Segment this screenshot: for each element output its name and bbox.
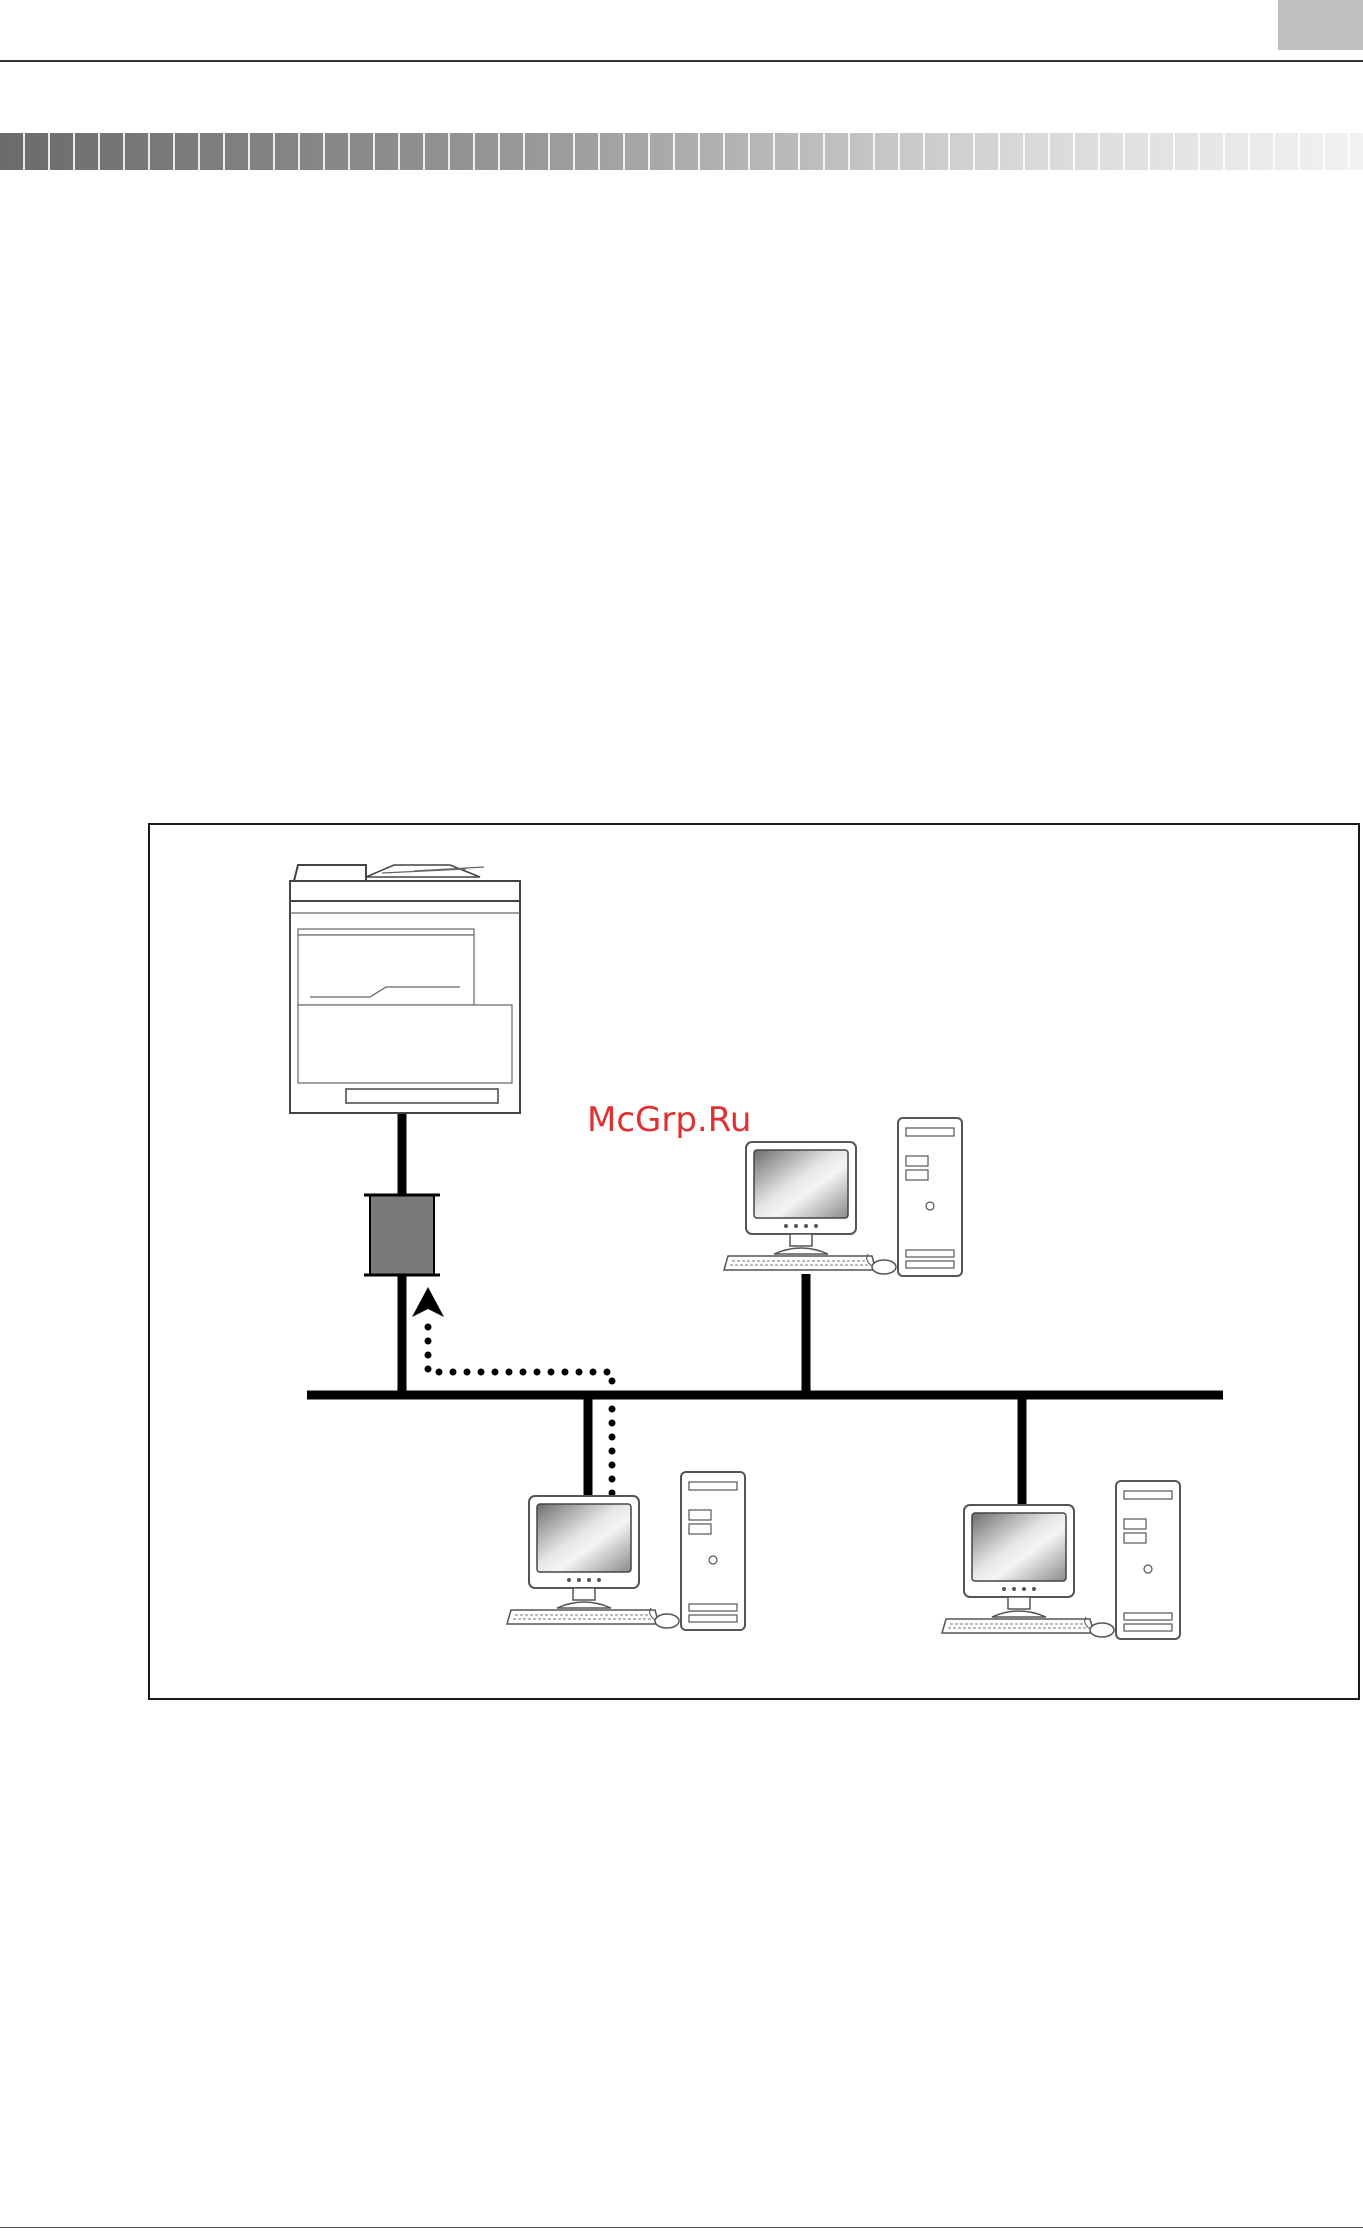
watermark-text: McGrp.Ru <box>587 1100 751 1140</box>
pc-1-desktop-computer-icon <box>724 1118 962 1276</box>
network-diagram: McGrp.Ru <box>148 823 1360 1700</box>
header-rule <box>0 60 1363 62</box>
arrow-head-icon <box>412 1287 444 1317</box>
page-number-box <box>1278 0 1363 50</box>
section-header-band <box>0 133 1363 170</box>
network-interface-box <box>364 1195 440 1275</box>
pc-3-desktop-computer-icon <box>942 1481 1180 1639</box>
pc-2-desktop-computer-icon <box>507 1472 745 1630</box>
multifunction-printer-icon <box>290 865 520 1113</box>
footer-rule <box>0 2227 1363 2228</box>
